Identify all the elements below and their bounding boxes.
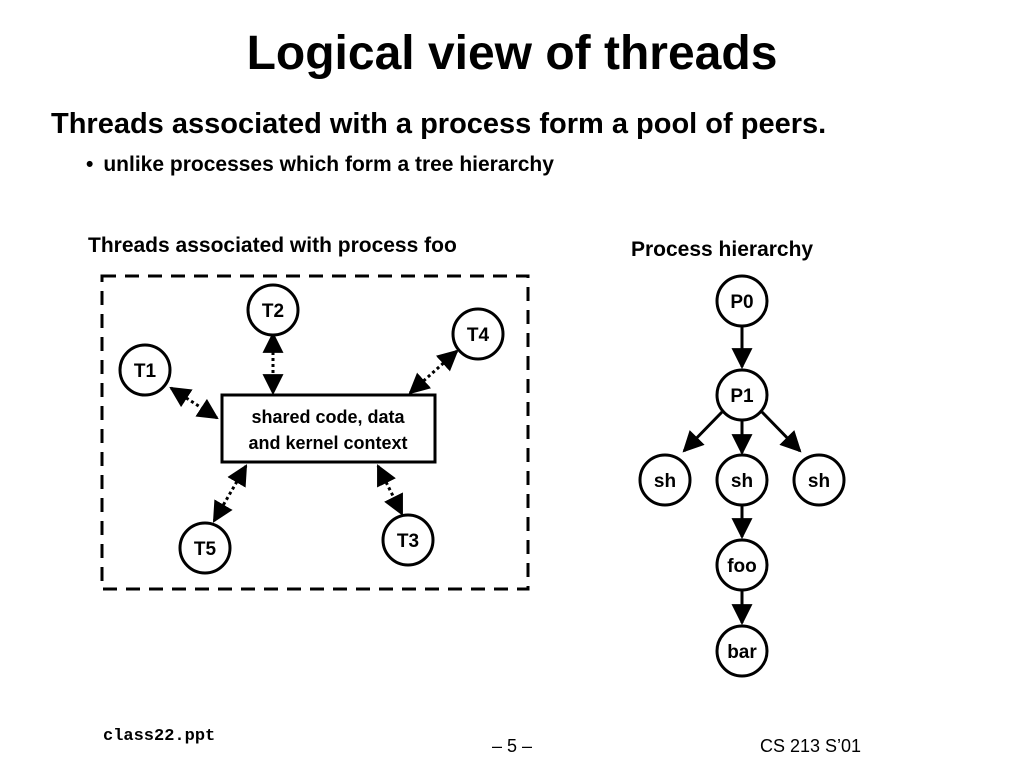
hierarchy-panel-label: Process hierarchy [631,238,813,261]
hierarchy-edges [682,325,802,626]
thread-label: T5 [194,539,217,560]
hierarchy-panel: Process hierarchy P0 P1 sh sh sh [631,238,846,678]
thread-label: T3 [397,531,419,552]
link-t4 [408,349,459,395]
bullet-item: • unlike processes which form a tree hier… [86,153,554,177]
node-label: sh [654,471,676,492]
bullet-marker: • [86,153,94,176]
footer-filename: class22.ppt [103,727,216,746]
shared-context-box: shared code, data and kernel context [220,393,437,464]
node-label: sh [731,471,753,492]
bullet-text: unlike processes which form a tree hiera… [103,153,554,176]
node-bar: bar [715,624,769,678]
thread-label: T1 [134,361,157,382]
node-label: foo [727,556,757,577]
node-p1: P1 [715,368,769,422]
thread-t1: T1 [118,343,172,397]
thread-label: T4 [467,325,490,346]
slide-subtitle: Threads associated with a process form a… [51,108,827,140]
link-t5 [212,464,248,523]
thread-t3: T3 [381,513,435,567]
edge-p1-sh-left [682,410,724,453]
node-label: P1 [730,386,754,407]
shared-box-line1: shared code, data [251,407,405,427]
footer-page-number: – 5 – [491,736,533,756]
process-boundary [100,274,530,591]
node-sh-left: sh [638,453,692,507]
node-label: sh [808,471,830,492]
node-label: P0 [730,292,753,313]
link-t1 [169,386,219,420]
threads-panel: Threads associated with process foo shar… [88,234,530,591]
node-label: bar [727,642,757,663]
slide-title: Logical view of threads [246,27,778,80]
thread-t5: T5 [178,521,232,575]
footer-course: CS 213 S’01 [760,736,862,756]
threads-panel-label: Threads associated with process foo [88,234,457,257]
edge-p1-sh-right [760,410,802,453]
shared-box-line2: and kernel context [248,433,407,453]
node-sh-mid: sh [715,453,769,507]
thread-t4: T4 [451,307,505,361]
thread-links [169,331,459,523]
node-p0: P0 [715,274,769,328]
thread-label: T2 [262,301,284,322]
link-t3 [376,464,404,516]
thread-t2: T2 [246,283,300,337]
node-sh-right: sh [792,453,846,507]
node-foo: foo [715,538,769,592]
